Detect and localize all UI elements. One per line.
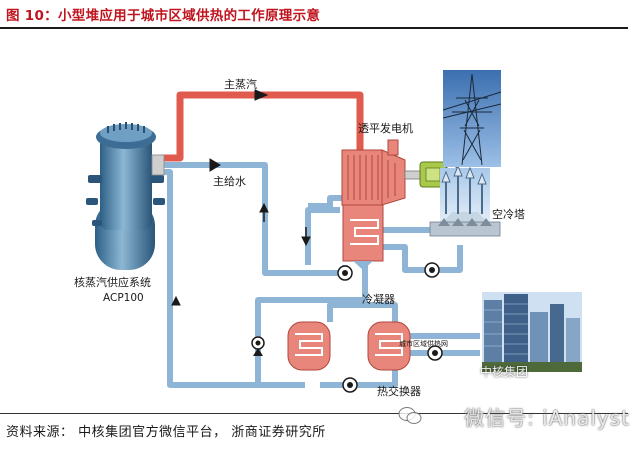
flow-arrows [171, 89, 311, 306]
label-reactor-model: ACP100 [103, 292, 144, 304]
title-divider [0, 27, 628, 29]
pump-condensate [337, 265, 353, 281]
wechat-watermark: 微信号: iAnalyst [464, 406, 630, 430]
heating-diagram: 主蒸汽 主给水 透平发电机 空冷塔 核蒸汽供应系统 ACP100 冷凝器 城市区… [74, 70, 582, 398]
watermark-logo-text: 中核集团 [480, 365, 529, 379]
label-turbine-generator: 透平发电机 [358, 121, 413, 135]
pump-heating [342, 377, 358, 393]
figure-title: 图 10：小型堆应用于城市区域供热的工作原理示意 [6, 8, 321, 24]
label-main-feedwater: 主给水 [213, 175, 246, 188]
pump-cooling [424, 262, 440, 278]
label-heat-exchanger: 热交换器 [377, 384, 421, 398]
pump-return [251, 336, 265, 350]
reactor-vessel [86, 122, 165, 270]
label-district-heating-network: 城市区域供热网 [399, 339, 448, 348]
turbine-generator [341, 139, 421, 206]
label-main-steam: 主蒸汽 [224, 77, 257, 91]
heat-exchanger-secondary [367, 321, 411, 371]
label-cooling-tower: 空冷塔 [492, 207, 525, 221]
main-steam-pipe [160, 91, 364, 162]
label-condenser: 冷凝器 [362, 292, 395, 306]
heat-exchanger-primary [287, 321, 331, 371]
source-note: 资料来源： 中核集团官方微信平台， 浙商证券研究所 [6, 425, 326, 440]
air-cooling-tower [429, 164, 501, 237]
transmission-tower-image [442, 70, 502, 167]
wechat-icon [398, 407, 422, 424]
city-skyline-image [482, 292, 582, 372]
pump-network [427, 345, 443, 361]
label-reactor-system: 核蒸汽供应系统 [74, 275, 151, 289]
source-divider [0, 413, 628, 414]
condenser [342, 204, 384, 270]
